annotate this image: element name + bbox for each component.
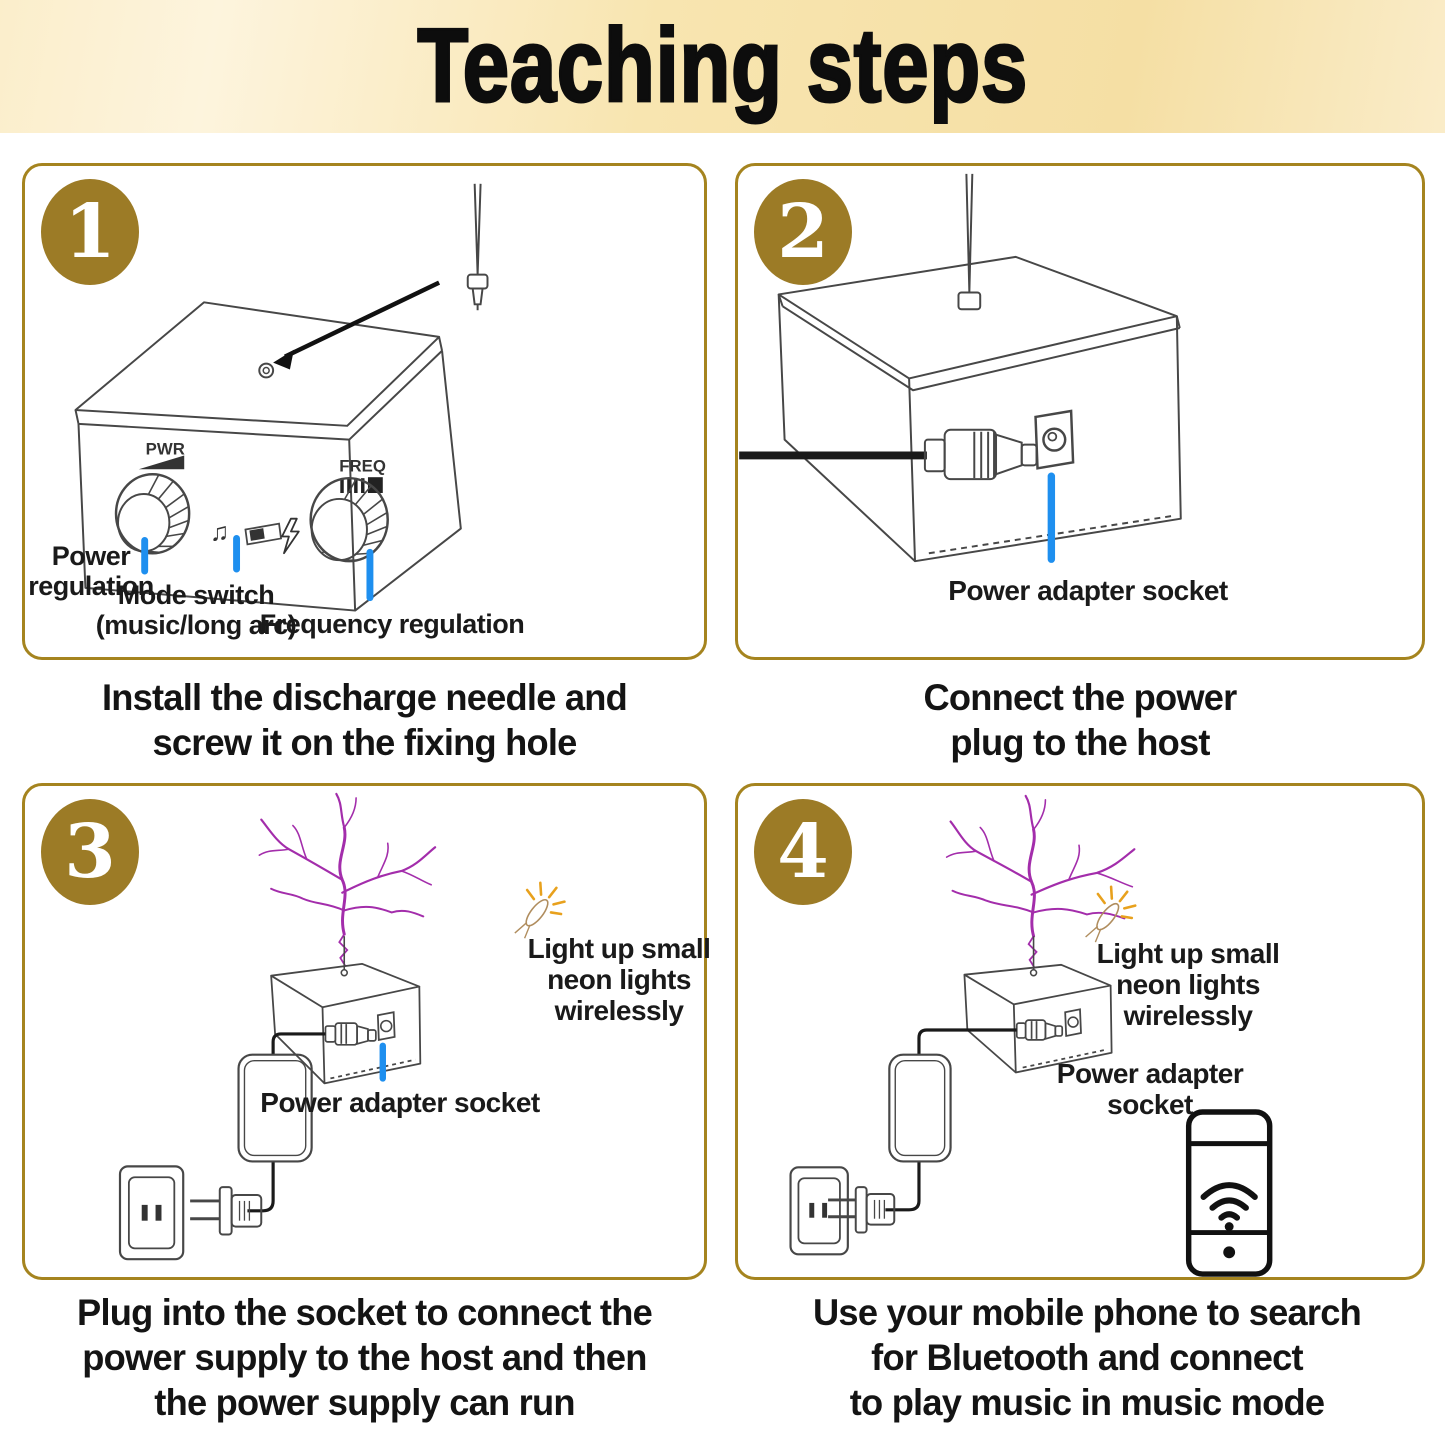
step-3-caption: Plug into the socket to connect the powe… bbox=[77, 1292, 653, 1424]
neon-bulb-icon bbox=[1085, 885, 1137, 943]
device-box bbox=[74, 301, 462, 612]
step-4-illustration bbox=[789, 794, 1273, 1277]
dc-plug bbox=[1015, 1019, 1064, 1041]
frequency-regulation-label: Frequency regulation bbox=[259, 609, 525, 639]
neon-bulb-icon bbox=[514, 881, 566, 939]
install-arrow bbox=[273, 280, 441, 370]
neon-lights-label: Light up small neon lights wirelessly bbox=[527, 933, 711, 1026]
music-notes-icon: ♫ bbox=[210, 518, 229, 546]
wall-outlet bbox=[789, 1166, 849, 1256]
step-4-caption: Use your mobile phone to search for Blue… bbox=[813, 1292, 1362, 1424]
mode-switch-label: Mode switch (music/long arc) bbox=[95, 580, 297, 640]
step-3-panel: 3 Light up small neon lights wirelessly … bbox=[22, 783, 711, 1280]
discharge-needle bbox=[1029, 936, 1038, 977]
pwr-label: PWR bbox=[146, 439, 185, 458]
neon-lights-label: Light up small neon lights wirelessly bbox=[1096, 938, 1280, 1031]
power-adapter bbox=[888, 1053, 952, 1163]
freq-bars-icon bbox=[340, 477, 383, 494]
wifi-icon bbox=[1200, 1182, 1258, 1232]
power-regulation-label: Power regulation bbox=[28, 541, 154, 601]
two-prong-plug bbox=[190, 1186, 263, 1236]
step-3-illustration bbox=[118, 792, 566, 1261]
step-1-caption: Install the discharge needle and screw i… bbox=[101, 677, 628, 764]
tesla-lightning bbox=[258, 792, 437, 967]
power-adapter-socket bbox=[1064, 1008, 1082, 1038]
antenna-needle bbox=[957, 173, 982, 311]
freq-label: FREQ bbox=[339, 456, 386, 475]
header-banner: Teaching steps bbox=[0, 0, 1445, 133]
power-adapter-socket-label: Power adapter socket bbox=[948, 575, 1228, 606]
power-adapter-socket bbox=[1034, 409, 1075, 470]
step-1-panel: PWR FREQ bbox=[22, 163, 707, 660]
wall-outlet bbox=[118, 1165, 185, 1261]
dc-plug bbox=[324, 1022, 377, 1046]
wires bbox=[247, 1032, 326, 1213]
step-number-badge: 4 bbox=[754, 799, 852, 905]
phone-icon bbox=[1185, 1109, 1273, 1277]
power-adapter bbox=[237, 1053, 313, 1163]
leader-lines bbox=[141, 534, 374, 602]
lightning-bolt-icon bbox=[281, 517, 300, 555]
discharge-needle bbox=[466, 183, 489, 311]
mode-switch-icon bbox=[244, 522, 283, 546]
step-2-caption: Connect the power plug to the host bbox=[923, 677, 1237, 764]
step-2-panel: 2 Power adapter socket bbox=[735, 163, 1425, 660]
step-number-badge: 2 bbox=[754, 179, 852, 285]
step-2-illustration bbox=[739, 173, 1182, 563]
discharge-needle bbox=[340, 936, 349, 977]
wires bbox=[885, 1028, 1017, 1212]
step-number-badge: 1 bbox=[41, 179, 139, 285]
power-adapter-socket bbox=[376, 1011, 396, 1041]
page-title: Teaching steps bbox=[416, 7, 1028, 126]
power-adapter-socket-label: Power adapter socket bbox=[1056, 1058, 1244, 1120]
step-4-panel: 4 Light up small neon lights wirelessly … bbox=[735, 783, 1425, 1280]
step-1-illustration: PWR FREQ bbox=[74, 183, 489, 612]
step-number-badge: 3 bbox=[41, 799, 139, 905]
dc-plug bbox=[923, 428, 1038, 481]
two-prong-plug bbox=[828, 1186, 896, 1234]
power-adapter-socket-label: Power adapter socket bbox=[260, 1087, 540, 1118]
freq-knob bbox=[309, 476, 389, 563]
tesla-lightning bbox=[945, 794, 1136, 969]
fixing-hole bbox=[258, 362, 275, 379]
